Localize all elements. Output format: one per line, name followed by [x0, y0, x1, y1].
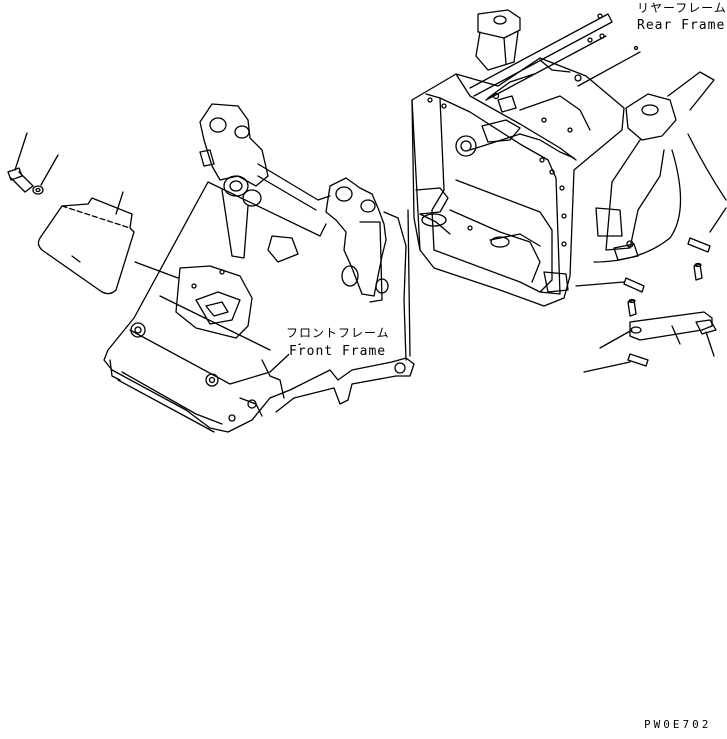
- rear-frame-label-ja: リヤーフレーム: [637, 1, 727, 16]
- cover-plate-part: [37, 191, 179, 295]
- front-frame-label-en: Front Frame: [289, 344, 387, 360]
- rear-frame-label-en: Rear Frame: [637, 18, 726, 34]
- bolt-part: [7, 132, 34, 193]
- washer-part: [32, 154, 59, 195]
- front-frame-drawing: [103, 103, 415, 433]
- pin-and-bar-parts: [575, 207, 727, 373]
- rear-frame-drawing: [411, 9, 727, 307]
- drawing-code: PW0E702: [644, 718, 712, 732]
- front-frame-label-ja: フロントフレーム: [286, 326, 390, 341]
